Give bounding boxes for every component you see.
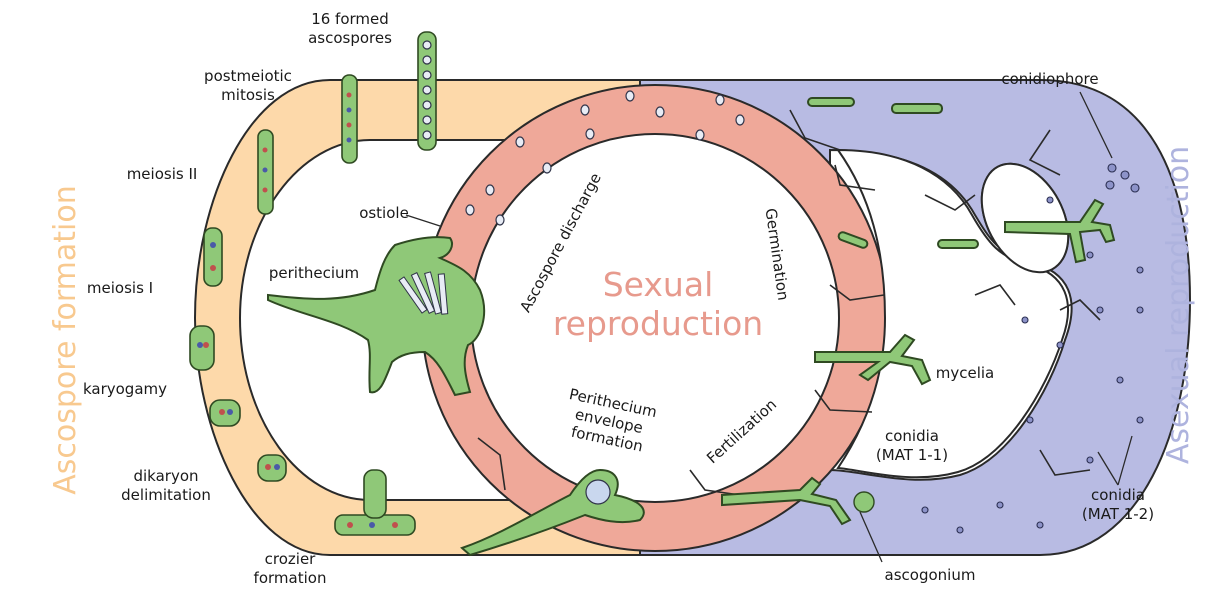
conidia-mat12-line2: (MAT 1-2)	[1082, 505, 1154, 523]
conidia-mat11-line2: (MAT 1-1)	[876, 446, 948, 464]
dikaryon-line2: delimitation	[121, 486, 211, 504]
postmeiotic-mitosis-line2: mitosis	[221, 86, 275, 104]
sexual-reproduction-title-line1: Sexual	[603, 265, 714, 304]
conidia-mat12-line1: conidia	[1091, 486, 1145, 504]
ostiole-label: ostiole	[359, 204, 409, 222]
crozier-line1: crozier	[265, 550, 317, 568]
postmeiotic-mitosis-line1: postmeiotic	[204, 67, 292, 85]
meiosis-2-label: meiosis II	[127, 165, 198, 183]
conidiophore-label: conidiophore	[1001, 70, 1098, 88]
ascogonium-label: ascogonium	[885, 566, 976, 584]
formed-ascospores-line1: 16 formed	[311, 10, 389, 28]
asexual-reproduction-title: Asexual reproduction	[1161, 146, 1196, 464]
conidia-mat11-line1: conidia	[885, 427, 939, 445]
karyogamy-label: karyogamy	[83, 380, 167, 398]
meiosis-1-label: meiosis I	[87, 279, 153, 297]
dikaryon-line1: dikaryon	[133, 467, 198, 485]
ascospore-formation-title: Ascospore formation	[48, 185, 83, 495]
crozier-line2: formation	[254, 569, 327, 587]
ascogonium-coil-2	[854, 492, 874, 512]
perithecium-label: perithecium	[269, 264, 359, 282]
formed-ascospores-line2: ascospores	[308, 29, 392, 47]
sexual-reproduction-title-line2: reproduction	[553, 304, 763, 343]
mycelia-label: mycelia	[936, 364, 995, 382]
ascogonium-coil	[586, 480, 610, 504]
